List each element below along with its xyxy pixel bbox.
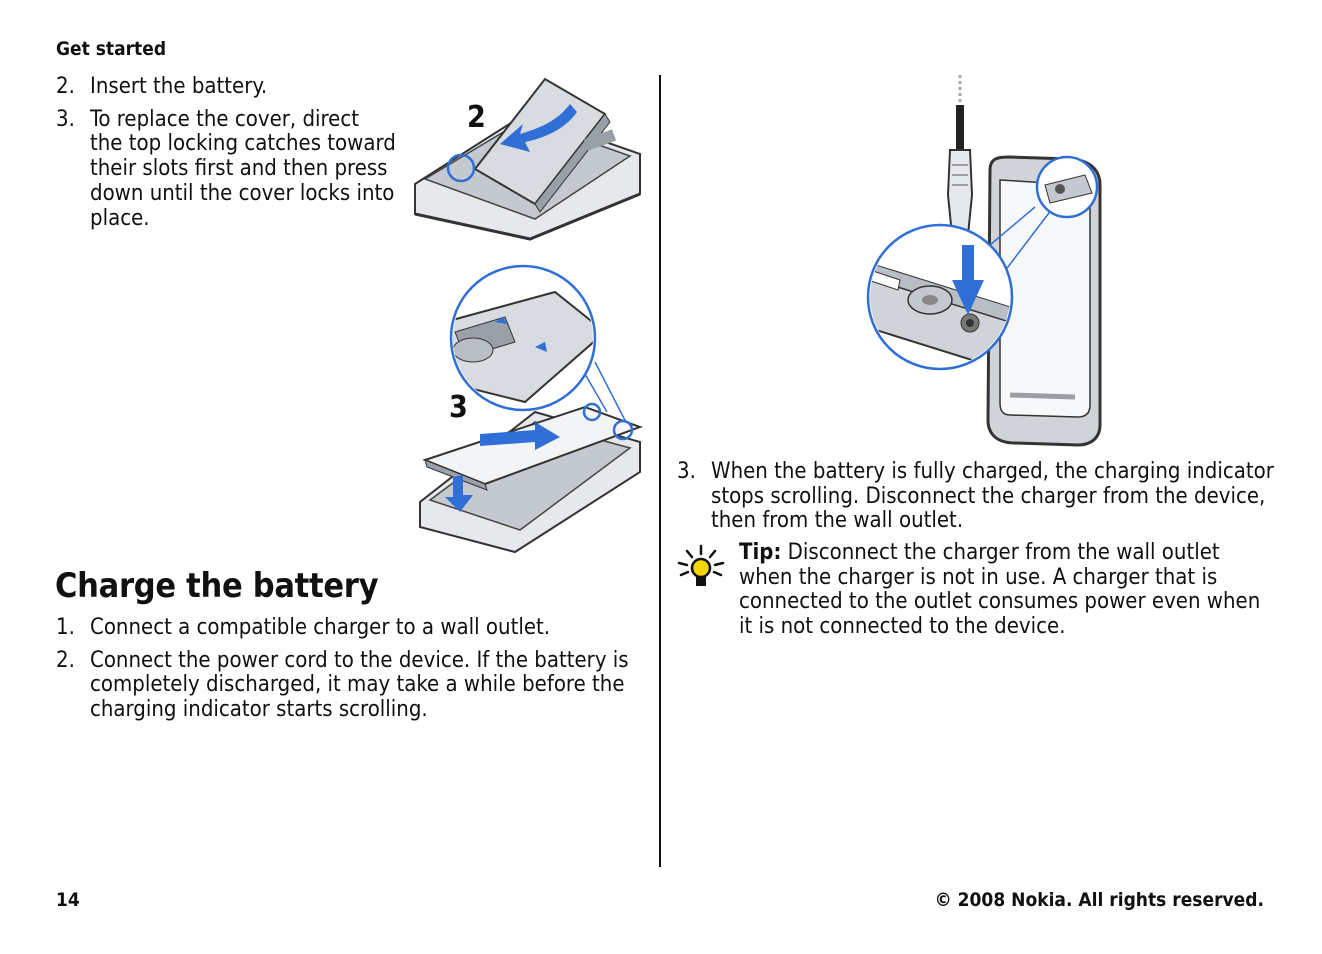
step-number: 3. <box>56 106 75 132</box>
step-number: 3. <box>677 459 696 484</box>
steps-top-list: 2. Insert the battery. 3. To replace the… <box>56 74 396 232</box>
step-text: When the battery is fully charged, the c… <box>711 459 1274 534</box>
tip-paragraph: Tip: Disconnect the charger from the wal… <box>739 540 1279 640</box>
step-text: Connect a compatible charger to a wall o… <box>90 615 551 640</box>
running-header: Get started <box>56 38 167 60</box>
step-text: Insert the battery. <box>90 74 268 99</box>
step-number: 2. <box>56 74 75 99</box>
figure-label-2: 2 <box>467 100 486 135</box>
step-number: 1. <box>56 615 75 640</box>
charge-steps-list: 1. Connect a compatible charger to a wal… <box>56 615 636 723</box>
step-number: 2. <box>56 647 75 673</box>
figure-label-3: 3 <box>449 390 468 425</box>
charge-step-3: 3. When the battery is fully charged, th… <box>677 459 1277 534</box>
copyright-notice: © 2008 Nokia. All rights reserved. <box>934 889 1264 911</box>
lightbulb-tip-icon <box>677 543 725 591</box>
step-text: Connect the power cord to the device. If… <box>90 647 629 723</box>
list-item: 2. Insert the battery. <box>56 74 396 100</box>
list-item: 3. To replace the cover, direct the top … <box>56 106 396 232</box>
column-divider <box>659 75 661 867</box>
replace-cover-figure: 3 <box>405 262 650 557</box>
list-item: 3. When the battery is fully charged, th… <box>677 459 1277 534</box>
list-item: 1. Connect a compatible charger to a wal… <box>56 615 636 641</box>
section-title: Charge the battery <box>55 566 379 606</box>
list-item: 2. Connect the power cord to the device.… <box>56 647 636 723</box>
step-text: To replace the cover, direct the top loc… <box>90 106 396 231</box>
insert-battery-figure: 2 <box>405 74 650 244</box>
charging-figure <box>860 75 1110 450</box>
page-number: 14 <box>56 889 80 911</box>
tip-text: Disconnect the charger from the wall out… <box>739 540 1261 640</box>
tip-label: Tip: <box>739 540 782 565</box>
